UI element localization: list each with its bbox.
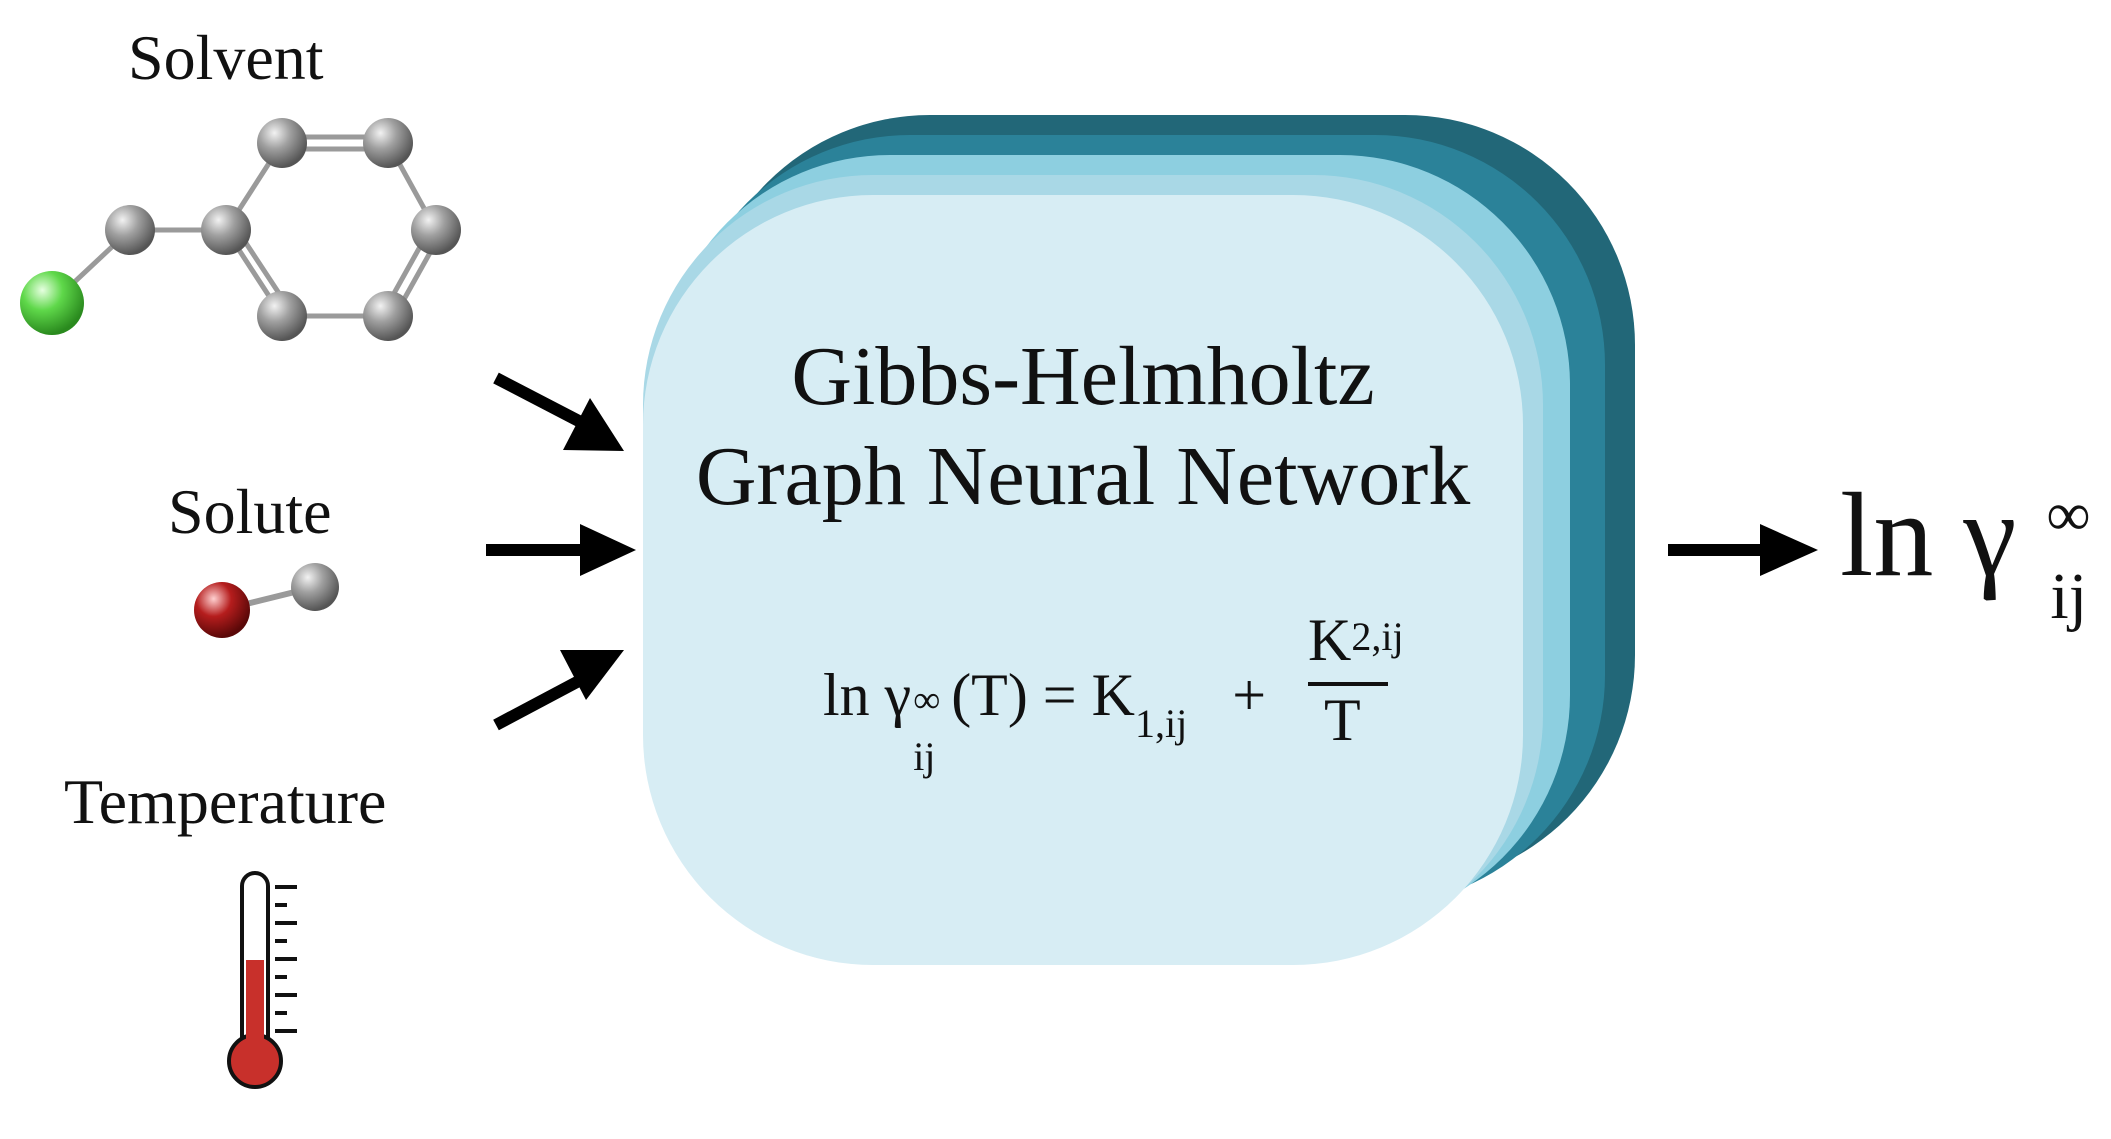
output-sup: ∞ [2046, 481, 2091, 549]
input-arrows [486, 372, 636, 731]
thermometer-icon [227, 871, 297, 1089]
eq-ln-gamma: ln γ [823, 662, 912, 728]
oxygen-atom [194, 582, 250, 638]
model-title-line2: Graph Neural Network [695, 430, 1471, 523]
eq-lhs-arg: (T) = K [951, 662, 1135, 728]
hydroxyl-molecule-icon [194, 563, 339, 638]
solvent-label: Solvent [128, 22, 324, 93]
arrow-temperature-icon [560, 650, 624, 700]
eq-gamma-sup: ∞ [913, 679, 941, 721]
solute-label: Solute [168, 476, 332, 547]
hydrogen-atom [291, 563, 339, 611]
benzyl-chloride-molecule-icon [20, 118, 461, 341]
gh-equation: ln γ∞ ij (T) = K1,ij + [823, 662, 1267, 777]
output-sub: ij [2050, 560, 2088, 633]
arrow-solute-icon [580, 524, 636, 576]
model-title-line1: Gibbs-Helmholtz [791, 330, 1375, 423]
output-arrow-icon [1668, 524, 1818, 576]
gh-gnn-model-card: Gibbs-Helmholtz Graph Neural Network ln … [643, 195, 1523, 965]
eq-plus: + [1232, 662, 1267, 728]
eq-denominator: T [1324, 687, 1361, 753]
eq-k2: K [1308, 607, 1352, 673]
eq-k2-sub: 2,ij [1351, 614, 1404, 659]
chlorine-atom [20, 271, 84, 335]
arrow-solvent-icon [563, 398, 624, 451]
eq-fraction: K2,ij T [1308, 610, 1404, 750]
output-ln: ln γ [1840, 468, 2017, 601]
eq-k1-sub: 1,ij [1134, 701, 1188, 746]
output-ln-gamma: ln γ ∞ ij [1840, 475, 2106, 630]
eq-gamma-sub: ij [913, 734, 936, 779]
eq-fraction-bar [1308, 682, 1388, 686]
temperature-label: Temperature [64, 766, 387, 837]
